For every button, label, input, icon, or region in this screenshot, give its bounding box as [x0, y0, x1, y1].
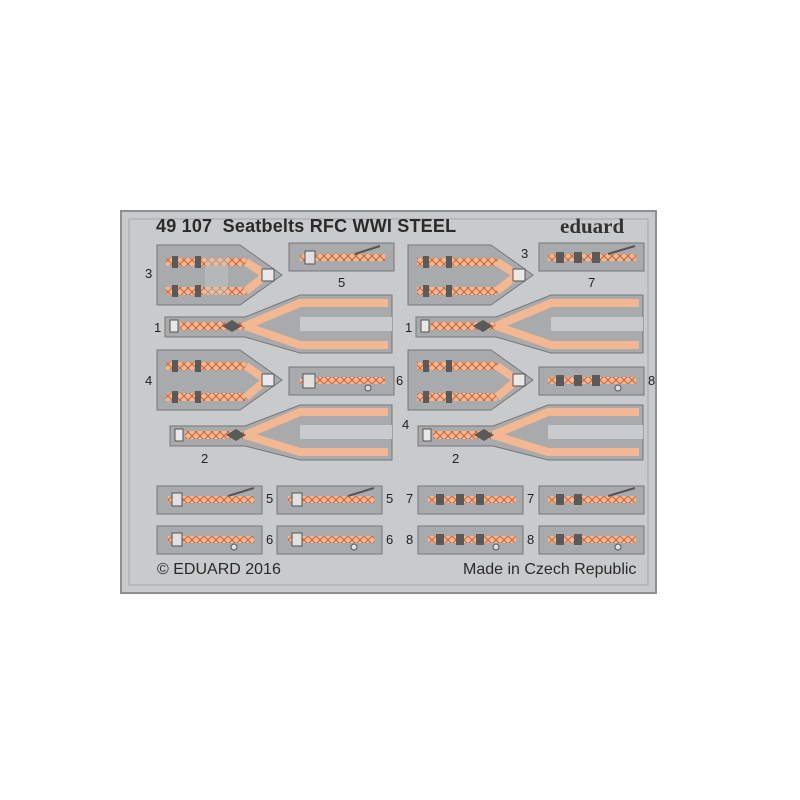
part-2-right: [417, 404, 644, 461]
part-number: 3: [145, 266, 153, 281]
brand-logo: eduard: [560, 214, 625, 238]
part-number: 8: [527, 532, 535, 547]
part-number: 2: [452, 451, 460, 466]
part-number: 7: [406, 491, 414, 506]
part-2-left: [169, 404, 393, 461]
part-1-left: [164, 294, 393, 354]
part-1-right: [415, 294, 644, 354]
part-number: 4: [145, 373, 153, 388]
part-6-top: [288, 366, 395, 396]
part-number: 6: [266, 532, 274, 547]
part-number: 4: [402, 417, 410, 432]
part-number: 2: [201, 451, 209, 466]
part-5-top: [288, 242, 395, 272]
part-8-top: [538, 366, 645, 396]
part-4-left: [156, 349, 283, 411]
part-number: 7: [527, 491, 535, 506]
fret-inner-border: [128, 218, 649, 586]
part-number: 6: [386, 532, 394, 547]
part-3-right: [407, 244, 534, 306]
origin-text: Made in Czech Republic: [463, 561, 637, 578]
part-number: 5: [338, 275, 346, 290]
part-number: 3: [521, 246, 529, 261]
fret-title: 49 107 Seatbelts RFC WWI STEEL: [156, 216, 456, 237]
product-title: Seatbelts RFC WWI STEEL: [222, 216, 457, 236]
part-4-right: [407, 349, 534, 411]
part-number: 7: [588, 275, 596, 290]
part-number: 8: [648, 373, 656, 388]
part-number: 8: [406, 532, 414, 547]
part-number: 1: [154, 320, 162, 335]
copyright-text: © EDUARD 2016: [157, 561, 281, 578]
strap-row-1: [156, 485, 645, 515]
part-number: 6: [396, 373, 404, 388]
part-number: 5: [266, 491, 274, 506]
product-code: 49 107: [156, 216, 213, 236]
part-number: 5: [386, 491, 394, 506]
part-3-left: [156, 244, 283, 306]
part-number: 1: [405, 320, 413, 335]
strap-row-2: [156, 525, 645, 555]
part-7-top: [538, 242, 645, 272]
